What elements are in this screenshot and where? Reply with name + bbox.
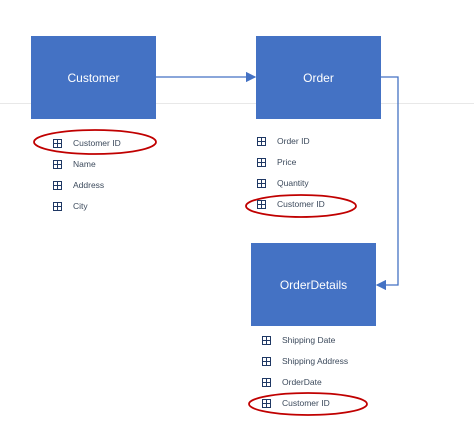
highlight-ellipse-order-customer-id: [245, 194, 357, 218]
field-label: Shipping Date: [282, 335, 336, 345]
field-price: Price: [257, 155, 296, 169]
field-address: Address: [53, 178, 104, 192]
field-label: Shipping Address: [282, 356, 349, 366]
field-order-customer-id: Customer ID: [257, 197, 325, 211]
entity-orderdetails: OrderDetails: [251, 243, 376, 326]
highlight-ellipse-orderdetails-customer-id: [248, 392, 368, 416]
field-order-id: Order ID: [257, 134, 310, 148]
table-field-icon: [53, 180, 62, 190]
field-label: Customer ID: [73, 138, 121, 148]
table-field-icon: [262, 398, 271, 408]
table-field-icon: [53, 159, 62, 169]
connector-order-to-orderdetails: [375, 76, 399, 291]
field-quantity: Quantity: [257, 176, 309, 190]
field-city: City: [53, 199, 88, 213]
field-label: Price: [277, 157, 297, 167]
entity-order: Order: [256, 36, 381, 119]
table-field-icon: [257, 178, 266, 188]
entity-customer: Customer: [31, 36, 156, 119]
horizontal-rule: [0, 103, 474, 104]
field-label: Customer ID: [282, 398, 330, 408]
field-customer-id: Customer ID: [53, 136, 121, 150]
table-field-icon: [262, 356, 271, 366]
table-field-icon: [257, 157, 266, 167]
field-label: OrderDate: [282, 377, 322, 387]
highlight-ellipse-customer-id: [33, 129, 157, 155]
field-label: Name: [73, 159, 96, 169]
table-field-icon: [262, 377, 271, 387]
field-shipping-address: Shipping Address: [262, 354, 348, 368]
field-shipping-date: Shipping Date: [262, 333, 335, 347]
field-order-date: OrderDate: [262, 375, 322, 389]
table-field-icon: [257, 199, 266, 209]
field-label: Customer ID: [277, 199, 325, 209]
field-label: Address: [73, 180, 105, 190]
field-name: Name: [53, 157, 96, 171]
table-field-icon: [262, 335, 271, 345]
table-field-icon: [53, 201, 62, 211]
field-label: City: [73, 201, 88, 211]
field-orderdetails-customer-id: Customer ID: [262, 396, 330, 410]
field-label: Quantity: [277, 178, 309, 188]
table-field-icon: [53, 138, 62, 148]
field-label: Order ID: [277, 136, 310, 146]
table-field-icon: [257, 136, 266, 146]
